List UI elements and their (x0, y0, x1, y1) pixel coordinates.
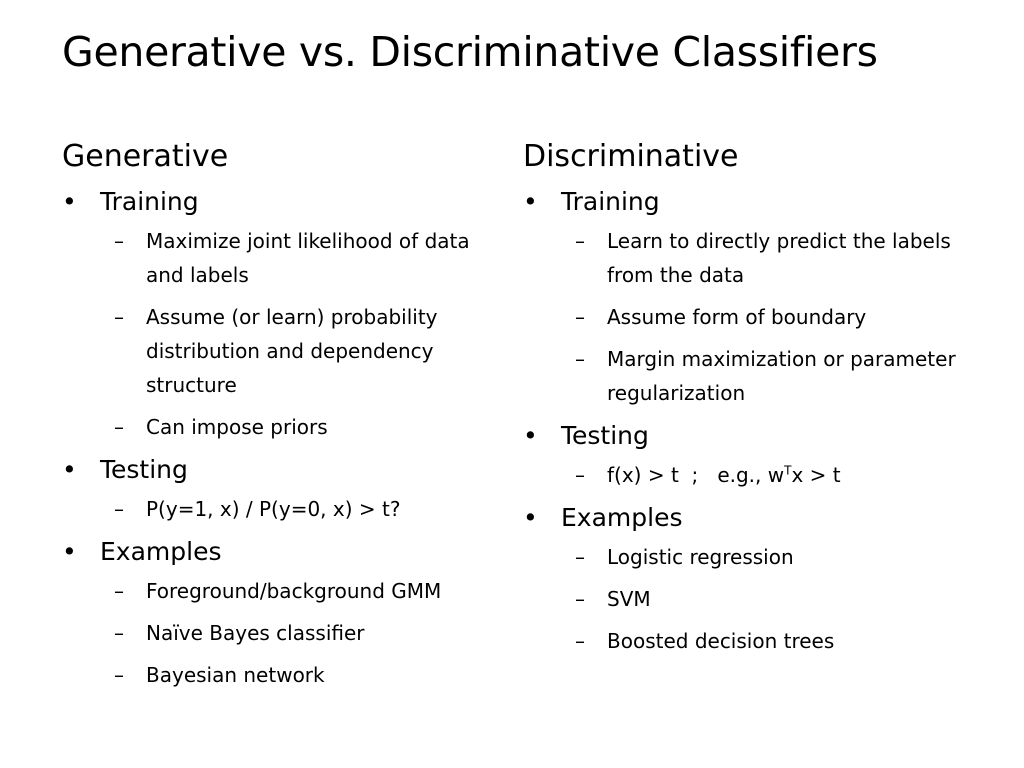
sub-item-text: Margin maximization or parameter regular… (607, 347, 956, 405)
generative-testing-sub-list: – P(y=1, x) / P(y=0, x) > t? (100, 492, 512, 526)
bullet-marker: • (62, 187, 77, 216)
sub-item-text: Maximize joint likelihood of data and la… (146, 229, 470, 287)
generative-testing-bullet: • Testing – P(y=1, x) / P(y=0, x) > t? (62, 452, 512, 526)
sub-marker: – (114, 663, 124, 687)
sub-marker: – (575, 629, 585, 653)
bullet-marker: • (62, 537, 77, 566)
sub-item: – Learn to directly predict the labels f… (561, 224, 973, 292)
formula-after: x > t (791, 463, 841, 487)
sub-item-text: P(y=1, x) / P(y=0, x) > t? (146, 497, 401, 521)
sub-marker: – (575, 463, 585, 487)
sub-item-text: Boosted decision trees (607, 629, 835, 653)
sub-item: – SVM (561, 582, 973, 616)
discriminative-training-sub-list: – Learn to directly predict the labels f… (561, 224, 973, 410)
discriminative-bullet-list: • Training – Learn to directly predict t… (523, 184, 973, 658)
sub-marker: – (575, 305, 585, 329)
sub-item: – Can impose priors (100, 410, 512, 444)
sub-marker: – (575, 587, 585, 611)
sub-marker: – (114, 497, 124, 521)
discriminative-column: Discriminative • Training – Learn to dir… (523, 136, 973, 666)
sub-item-text: Assume form of boundary (607, 305, 867, 329)
sub-item: – Naïve Bayes classifier (100, 616, 512, 650)
bullet-marker: • (523, 421, 538, 450)
discriminative-training-bullet: • Training – Learn to directly predict t… (523, 184, 973, 410)
sub-item: – Margin maximization or parameter regul… (561, 342, 973, 410)
transpose-superscript: T (784, 463, 792, 478)
generative-training-bullet: • Training – Maximize joint likelihood o… (62, 184, 512, 444)
sub-item-text: Bayesian network (146, 663, 325, 687)
sub-marker: – (575, 347, 585, 371)
bullet-marker: • (523, 503, 538, 532)
generative-training-sub-list: – Maximize joint likelihood of data and … (100, 224, 512, 444)
sub-item-text: Learn to directly predict the labels fro… (607, 229, 951, 287)
sub-item: – Foreground/background GMM (100, 574, 512, 608)
sub-item: – Maximize joint likelihood of data and … (100, 224, 512, 292)
sub-item: – Bayesian network (100, 658, 512, 692)
discriminative-testing-sub-list: – f(x) > t ; e.g., wTx > t (561, 458, 973, 492)
discriminative-heading: Discriminative (523, 139, 739, 174)
sub-item-text: Logistic regression (607, 545, 794, 569)
discriminative-testing-bullet: • Testing – f(x) > t ; e.g., wTx > t (523, 418, 973, 492)
bullet-label: Training (100, 187, 199, 216)
generative-examples-bullet: • Examples – Foreground/background GMM –… (62, 534, 512, 692)
discriminative-examples-sub-list: – Logistic regression – SVM – Boosted de… (561, 540, 973, 658)
sub-item: – f(x) > t ; e.g., wTx > t (561, 458, 973, 492)
sub-marker: – (575, 229, 585, 253)
sub-item: – Logistic regression (561, 540, 973, 574)
bullet-label: Examples (561, 503, 683, 532)
bullet-marker: • (62, 455, 77, 484)
sub-item: – Boosted decision trees (561, 624, 973, 658)
bullet-label: Examples (100, 537, 222, 566)
generative-examples-sub-list: – Foreground/background GMM – Naïve Baye… (100, 574, 512, 692)
sub-item-text: Assume (or learn) probability distributi… (146, 305, 438, 397)
sub-marker: – (114, 305, 124, 329)
testing-formula: f(x) > t ; e.g., wTx > t (607, 458, 967, 492)
bullet-label: Training (561, 187, 660, 216)
sub-marker: – (575, 545, 585, 569)
sub-marker: – (114, 579, 124, 603)
generative-heading: Generative (62, 139, 229, 174)
sub-item-text: Naïve Bayes classifier (146, 621, 365, 645)
discriminative-examples-bullet: • Examples – Logistic regression – SVM –… (523, 500, 973, 658)
sub-marker: – (114, 621, 124, 645)
sub-item: – Assume (or learn) probability distribu… (100, 300, 512, 402)
sub-marker: – (114, 415, 124, 439)
generative-column: Generative • Training – Maximize joint l… (62, 136, 512, 700)
sub-item: – Assume form of boundary (561, 300, 973, 334)
bullet-label: Testing (561, 421, 649, 450)
slide-title: Generative vs. Discriminative Classifier… (62, 28, 878, 76)
sub-item-text: Foreground/background GMM (146, 579, 442, 603)
generative-bullet-list: • Training – Maximize joint likelihood o… (62, 184, 512, 692)
formula-before: f(x) > t ; e.g., w (607, 463, 785, 487)
sub-item-text: SVM (607, 587, 651, 611)
bullet-label: Testing (100, 455, 188, 484)
sub-item: – P(y=1, x) / P(y=0, x) > t? (100, 492, 512, 526)
bullet-marker: • (523, 187, 538, 216)
sub-item-text: Can impose priors (146, 415, 328, 439)
sub-marker: – (114, 229, 124, 253)
